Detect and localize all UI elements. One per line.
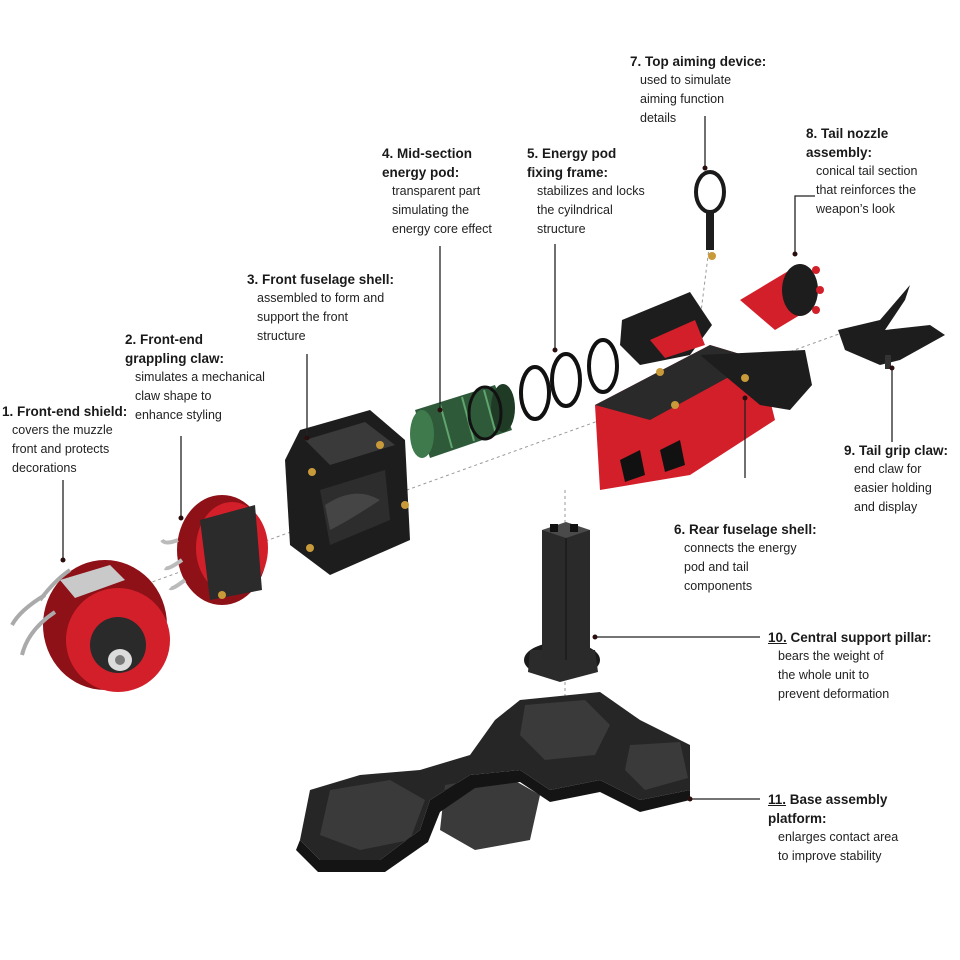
callout-title: 6. Rear fuselage shell: xyxy=(674,522,817,537)
callout-title: 2. Front-end grappling claw: xyxy=(125,332,225,366)
energy-pod-fixing-frame xyxy=(519,338,619,421)
callout-base-assembly-platform: 11. Base assembly platform: enlarges con… xyxy=(768,790,898,866)
callout-energy-pod-fixing-frame: 5. Energy pod fixing frame: stabilizes a… xyxy=(527,144,645,239)
callout-number: 10. xyxy=(768,630,787,645)
callout-title: Central support pillar: xyxy=(786,630,932,645)
callout-title: 3. Front fuselage shell: xyxy=(247,272,395,287)
callout-leader-lines xyxy=(62,116,893,800)
callout-front-end-shield: 1. Front-end shield: covers the muzzle f… xyxy=(2,402,127,478)
rear-upper-cover xyxy=(620,292,712,365)
callout-description: enlarges contact area to improve stabili… xyxy=(778,830,899,863)
central-support-pillar xyxy=(524,522,600,682)
callout-description: connects the energy pod and tail compone… xyxy=(684,541,797,593)
front-end-grappling-claw xyxy=(160,495,268,605)
callout-description: simulates a mechanical claw shape to enh… xyxy=(135,370,265,422)
front-fuselage-shell xyxy=(285,410,410,575)
callout-front-fuselage-shell: 3. Front fuselage shell: assembled to fo… xyxy=(247,270,394,346)
top-aiming-device xyxy=(694,170,726,260)
callout-rear-fuselage-shell: 6. Rear fuselage shell: connects the ene… xyxy=(674,520,817,596)
assembly-axis-lines xyxy=(129,239,851,720)
callout-title: 4. Mid-section energy pod: xyxy=(382,146,473,180)
callout-description: assembled to form and support the front … xyxy=(257,291,385,343)
mid-section-energy-pod xyxy=(410,384,515,458)
callout-title: 7. Top aiming device: xyxy=(630,54,767,69)
tail-nozzle-assembly xyxy=(740,264,824,330)
callout-title: 5. Energy pod fixing frame: xyxy=(527,146,617,180)
callout-top-aiming-device: 7. Top aiming device: used to simulate a… xyxy=(630,52,766,128)
callout-description: used to simulate aiming function details xyxy=(640,73,732,125)
callout-description: end claw for easier holding and display xyxy=(854,462,932,514)
callout-title: 9. Tail grip claw: xyxy=(844,443,949,458)
callout-anchor-dots xyxy=(60,165,895,802)
callout-tail-grip-claw: 9. Tail grip claw: end claw for easier h… xyxy=(844,441,948,517)
base-assembly-platform xyxy=(296,692,690,872)
callout-description: stabilizes and locks the cyilndrical str… xyxy=(537,184,645,236)
callout-title: 1. Front-end shield: xyxy=(2,404,128,419)
callout-description: conical tail section that reinforces the… xyxy=(816,164,918,216)
callout-description: bears the weight of the whole unit to pr… xyxy=(778,649,890,701)
callout-number: 11. xyxy=(768,792,787,807)
callout-description: transparent part simulating the energy c… xyxy=(392,184,492,236)
callout-front-end-grappling-claw: 2. Front-end grappling claw: simulates a… xyxy=(125,330,265,425)
callout-title: Base assembly platform: xyxy=(768,792,888,826)
tail-grip-claw xyxy=(838,285,945,369)
callout-description: covers the muzzle front and protects dec… xyxy=(12,423,113,475)
callout-title: 8. Tail nozzle assembly: xyxy=(806,126,889,160)
callout-tail-nozzle-assembly: 8. Tail nozzle assembly: conical tail se… xyxy=(806,124,917,219)
callout-central-support-pillar: 10. Central support pillar: bears the we… xyxy=(768,628,932,704)
callout-mid-section-energy-pod: 4. Mid-section energy pod: transparent p… xyxy=(382,144,492,239)
front-end-shield xyxy=(10,560,170,692)
rear-fuselage-shell xyxy=(595,345,812,490)
